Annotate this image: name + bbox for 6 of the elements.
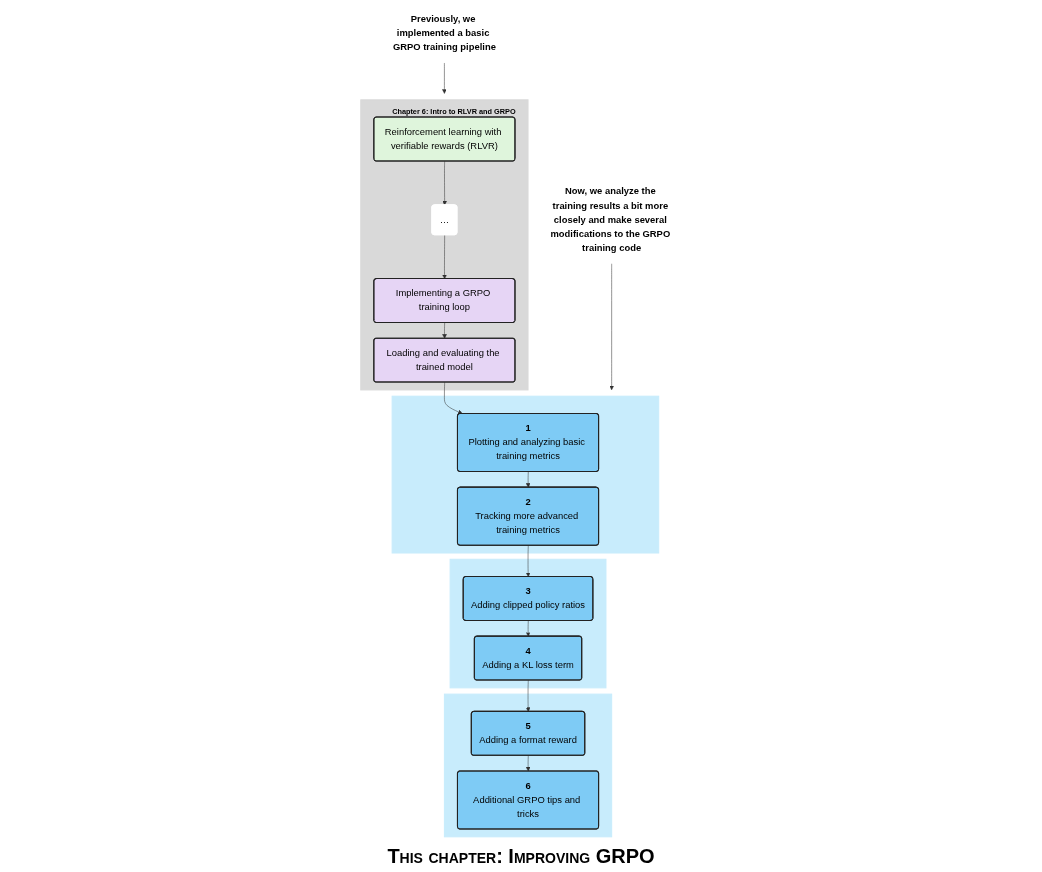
cluster xyxy=(391,395,659,554)
cluster xyxy=(443,693,612,838)
chapter-caption: This chapter: Improving GRPO xyxy=(387,845,655,868)
node-text: Previously, we implemented a basic GRPO training pipeline xyxy=(392,13,496,53)
cluster xyxy=(449,558,606,689)
node-text: Now, we analyze the training results a bit more closely and make several modifications to the GRPO training code xyxy=(550,186,670,253)
